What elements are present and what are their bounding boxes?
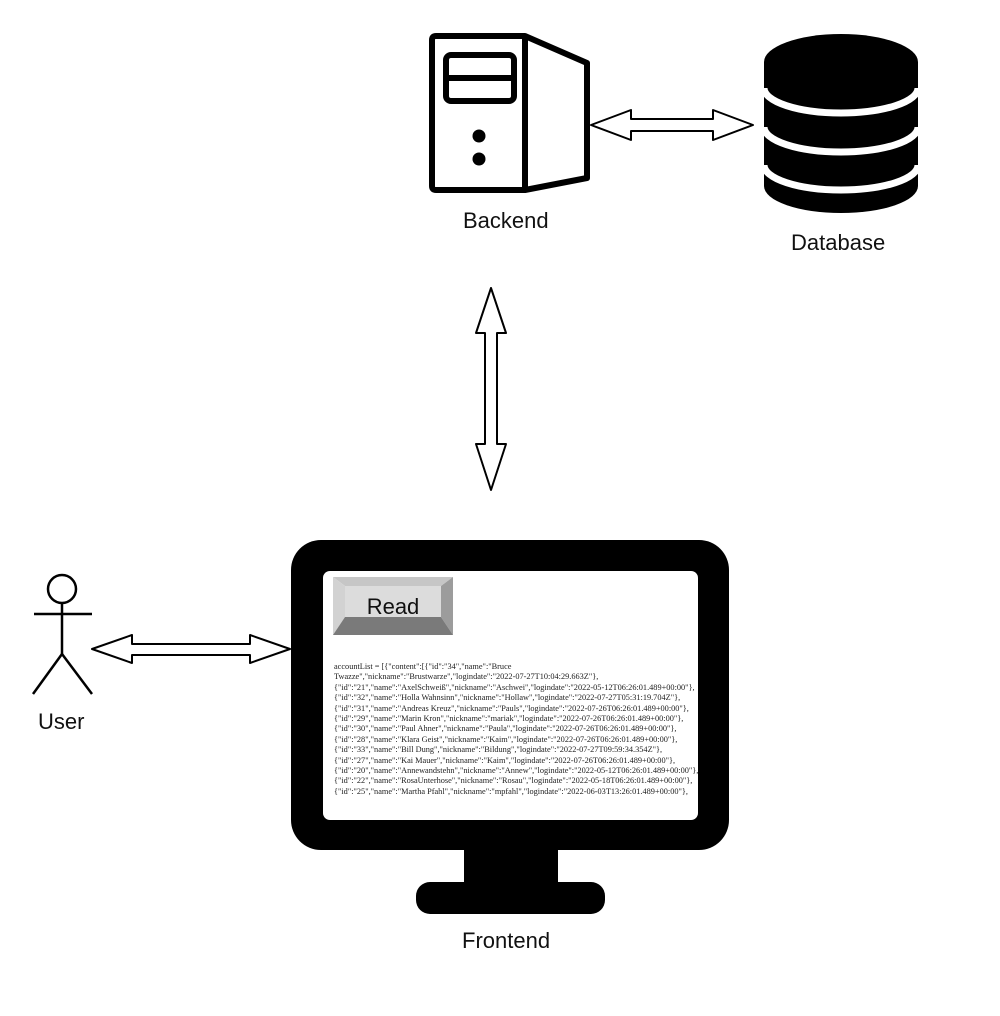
output-line: {"id":"33","name":"Bill Dung","nickname"… <box>334 745 663 755</box>
output-line: {"id":"30","name":"Paul Ahner","nickname… <box>334 724 677 734</box>
arrow-backend-database <box>590 109 754 141</box>
output-line: {"id":"28","name":"Klara Geist","nicknam… <box>334 734 678 744</box>
stick-figure-icon <box>31 573 93 695</box>
output-line: {"id":"21","name":"AxelSchweiß","nicknam… <box>334 682 695 692</box>
user-label: User <box>38 709 85 734</box>
read-button-face <box>345 586 441 617</box>
output-line: {"id":"25","name":"Martha Pfahl","nickna… <box>334 786 688 796</box>
output-line: {"id":"32","name":"Holla Wahnsinn","nick… <box>334 693 681 703</box>
read-button[interactable]: Read <box>333 577 453 635</box>
account-list-output: accountList = [{"content":[{"id":"34","n… <box>334 662 699 796</box>
arrow-backend-frontend <box>475 287 507 491</box>
arrow-user-frontend <box>91 634 291 664</box>
read-button-bevel <box>333 577 453 635</box>
server-tower-icon <box>429 33 590 193</box>
output-line: {"id":"20","name":"Annewandstehn","nickn… <box>334 766 699 776</box>
database-label: Database <box>791 230 886 255</box>
database-cylinder-icon <box>760 34 922 213</box>
frontend-label: Frontend <box>462 928 551 953</box>
backend-label: Backend <box>463 208 549 233</box>
monitor-icon <box>291 540 729 914</box>
output-line: {"id":"22","name":"RosaUnterhose","nickn… <box>334 776 693 786</box>
output-line: Twazze","nickname":"Brustwarze","loginda… <box>334 672 599 682</box>
output-line: {"id":"29","name":"Marin Kron","nickname… <box>334 714 684 724</box>
output-line: {"id":"31","name":"Andreas Kreuz","nickn… <box>334 703 689 713</box>
output-line: {"id":"27","name":"Kai Mauer","nickname"… <box>334 755 676 765</box>
read-button-label: Read <box>366 594 420 619</box>
output-line: accountList = [{"content":[{"id":"34","n… <box>334 662 512 671</box>
